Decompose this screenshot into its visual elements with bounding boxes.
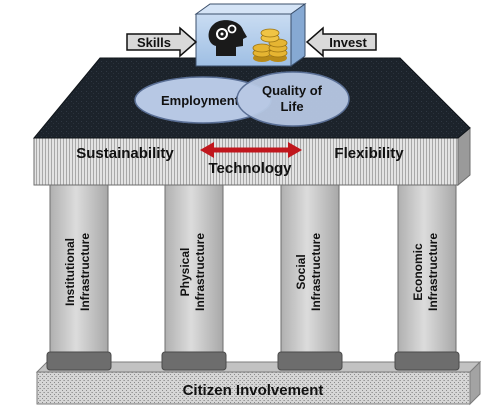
pillar-label-line2: Infrastructure [78, 233, 92, 311]
skills-label: Skills [137, 35, 171, 50]
skills-arrow: Skills [126, 26, 198, 58]
base-platform: Citizen Involvement [35, 360, 482, 406]
pillar-label-line1: Institutional [63, 238, 77, 306]
entablature-left-label: Sustainability [76, 145, 174, 162]
pillar-label-line2: Infrastructure [193, 233, 207, 311]
pillar-label-line1: Social [294, 254, 308, 289]
entablature-right-label: Flexibility [334, 145, 404, 162]
pillar-label-line2: Infrastructure [426, 233, 440, 311]
pillar-label-line2: Infrastructure [309, 233, 323, 311]
pillars: Institutional Infrastructure Physical In… [46, 184, 460, 371]
pillar-social: Social Infrastructure [277, 184, 343, 371]
pillar-institutional: Institutional Infrastructure [46, 184, 112, 371]
pillar-economic: Economic Infrastructure [394, 184, 460, 371]
head-gears-icon [208, 20, 247, 56]
ellipse-quality-label-line2: Life [280, 99, 303, 114]
coins-icon [252, 28, 288, 62]
pillar-label-line1: Physical [178, 248, 192, 297]
pillar-physical: Physical Infrastructure [161, 184, 227, 371]
ellipse-quality-label-line1: Quality of [262, 83, 323, 98]
ellipse-quality-of-life: Quality of Life [236, 71, 350, 127]
roof: Employment Quality of Life [32, 57, 471, 139]
invest-arrow: Invest [305, 26, 377, 58]
top-cube [194, 3, 307, 67]
base-label: Citizen Involvement [183, 382, 324, 399]
entablature: Sustainability Technology Flexibility [33, 126, 471, 187]
invest-label: Invest [329, 35, 367, 50]
ellipse-employment: Employment [134, 76, 272, 124]
entablature-center-label: Technology [208, 160, 292, 177]
double-arrow [200, 142, 302, 158]
pillar-label-line1: Economic [411, 243, 425, 301]
ellipse-employment-label: Employment [161, 93, 240, 108]
